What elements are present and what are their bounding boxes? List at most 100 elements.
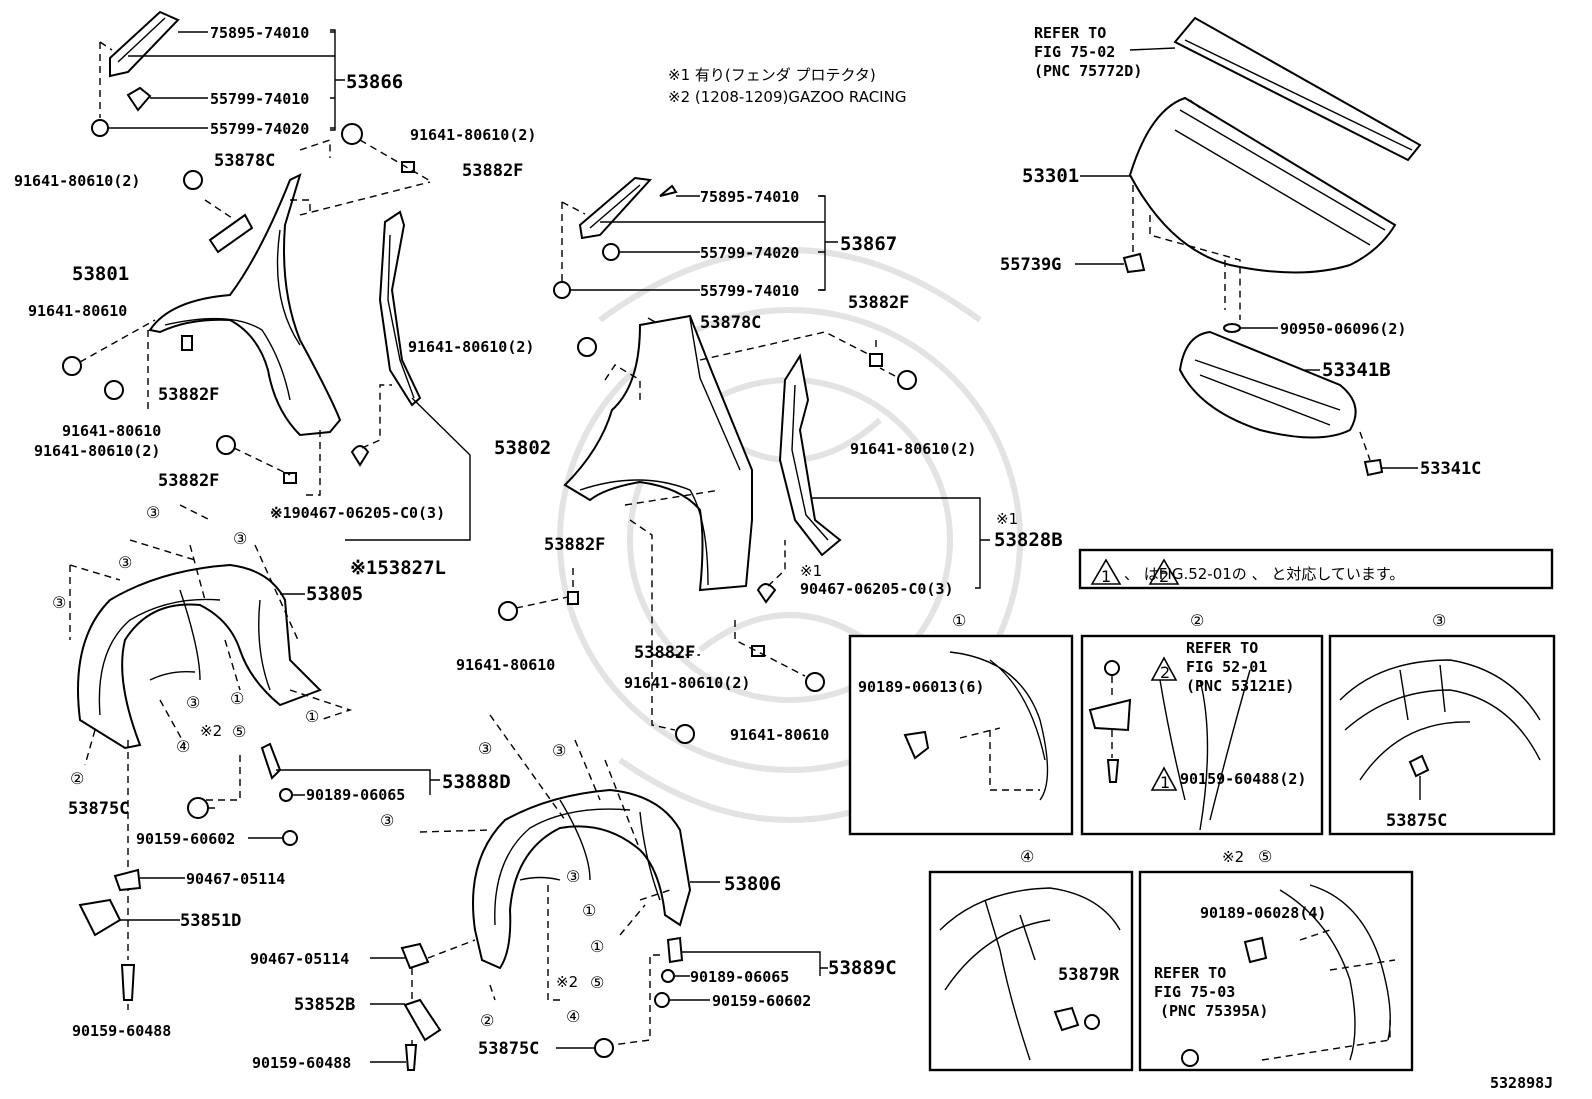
triangle-2-number: 2 [1160,663,1170,682]
refer-line: FIG 75-02 [1034,43,1115,61]
group-label: 53828B [994,529,1063,551]
callout-1: ① [305,707,319,726]
bolt-part [183,170,203,190]
circled-callouts: ③ ③ ③ ③ ③ ① ① ⑤ ※2 ④ ② ③ ③ ③ ③ ① ① ⑤ ※2 … [52,503,1244,1030]
part-label: 90159-60488 [72,1022,171,1040]
callout-4: ④ [176,737,190,756]
clip-part [567,591,579,605]
detail-5-mark: ※2 [1222,848,1244,866]
part-label: 91641-80610 [456,656,555,674]
clip-part [1181,1049,1199,1067]
part-label: 53878C [700,313,761,333]
clip-part [1223,323,1241,333]
callout-5: ⑤ [232,722,246,741]
callout-2: ② [70,769,84,788]
part-label: 90159-60488(2) [1180,770,1306,788]
bolt-part [1104,660,1120,676]
bracket-part [403,998,442,1042]
legend-text: 、 はFIG.52-01の 、 と対応しています。 [1124,565,1404,583]
clip-part [350,445,370,467]
part-label: 53882F [544,535,605,555]
triangle-legend: 1 2 、 はFIG.52-01の 、 と対応しています。 [1078,548,1554,590]
refer-notes: REFER TO FIG 75-02 (PNC 75772D) REFER TO… [1034,24,1294,1020]
bracket-part [260,742,282,780]
detail-4: ④ [928,847,1134,1072]
group-label: 53802 [494,437,551,459]
group-label: 53301 [1022,165,1079,187]
part-labels: 75895-74010 55799-74010 55799-74020 5386… [14,24,1481,1072]
bolt-part [120,964,136,1001]
refer-line: (PNC 53121E) [1186,677,1294,695]
callout-3: ③ [146,503,160,522]
clip-part [1053,1006,1080,1032]
callout-5-mark: ※2 [200,722,222,740]
part-label: 90159-60602 [136,830,235,848]
part-label: 90950-06096(2) [1280,320,1406,338]
clip-part [659,184,678,197]
part-label: 53882F [158,471,219,491]
group-label: 53341B [1322,359,1391,381]
detail-1-marker: ① [952,611,966,630]
clip-part [661,969,675,983]
bolt-part [594,1038,614,1058]
refer-line: REFER TO [1186,639,1258,657]
part-label: 55739G [1000,255,1061,275]
callout-3: ③ [478,739,492,758]
callout-3: ③ [186,693,200,712]
front-fender-right [563,314,753,592]
bracket-part [1088,698,1132,732]
clip-part [181,335,193,351]
clip-part [751,645,765,657]
callout-4: ④ [566,1007,580,1026]
part-label: 53341C [1420,459,1481,479]
callout-1: ① [590,937,604,956]
part-label: 91641-80610(2) [850,440,976,458]
group-label: 53806 [724,873,781,895]
clip-part [602,243,620,261]
part-label: 90159-60488 [252,1054,351,1072]
bolt-part [654,992,670,1008]
part-label: 53875C [1386,811,1447,831]
part-label: 53882F [462,161,523,181]
part-label: 75895-74010 [210,24,309,42]
part-label: 53875C [478,1039,539,1059]
part-label: 55799-74010 [210,90,309,108]
part-label: 90189-06028(4) [1200,904,1326,922]
bolt-part [216,435,236,455]
right-fender-liner-group [370,714,828,1071]
clip-part [126,86,152,112]
part-label: 75895-74010 [700,188,799,206]
fender-liner-seal-right [778,353,842,557]
bolt-part [282,830,298,846]
fender-molding-part [578,176,653,240]
part-label-mark: ※1 [800,562,822,580]
callout-3: ③ [566,867,580,886]
detail-1: ① [848,611,1074,836]
clip-part [756,583,777,604]
bolt-part [675,724,695,744]
detail-4-marker: ④ [1020,847,1034,866]
bolt-part [805,672,825,692]
detail-2-marker: ② [1190,611,1204,630]
part-label: 91641-80610(2) [408,338,534,356]
detail-2: ② 2 1 [1080,611,1324,836]
bolt-part [104,380,124,400]
callout-2: ② [480,1011,494,1030]
part-label: 53851D [180,911,241,931]
part-label: 91641-80610 [62,422,161,440]
triangle-1-number: 1 [1101,567,1111,586]
clip-part [869,353,883,367]
bracket-part [666,936,684,964]
part-label: 91641-80610(2) [34,442,160,460]
part-label: 90159-60602 [712,992,811,1010]
triangle-1-icon [1150,766,1178,791]
part-label: 91641-80610(2) [624,674,750,692]
group-label: 53889C [828,957,897,979]
clip-part [1243,936,1268,964]
clip-part [1408,754,1430,778]
callout-1: ① [230,689,244,708]
refer-line: (PNC 75395A) [1160,1002,1268,1020]
front-fender-left [148,173,342,437]
bracket-part [78,898,122,937]
refer-line: FIG 75-03 [1154,983,1235,1001]
